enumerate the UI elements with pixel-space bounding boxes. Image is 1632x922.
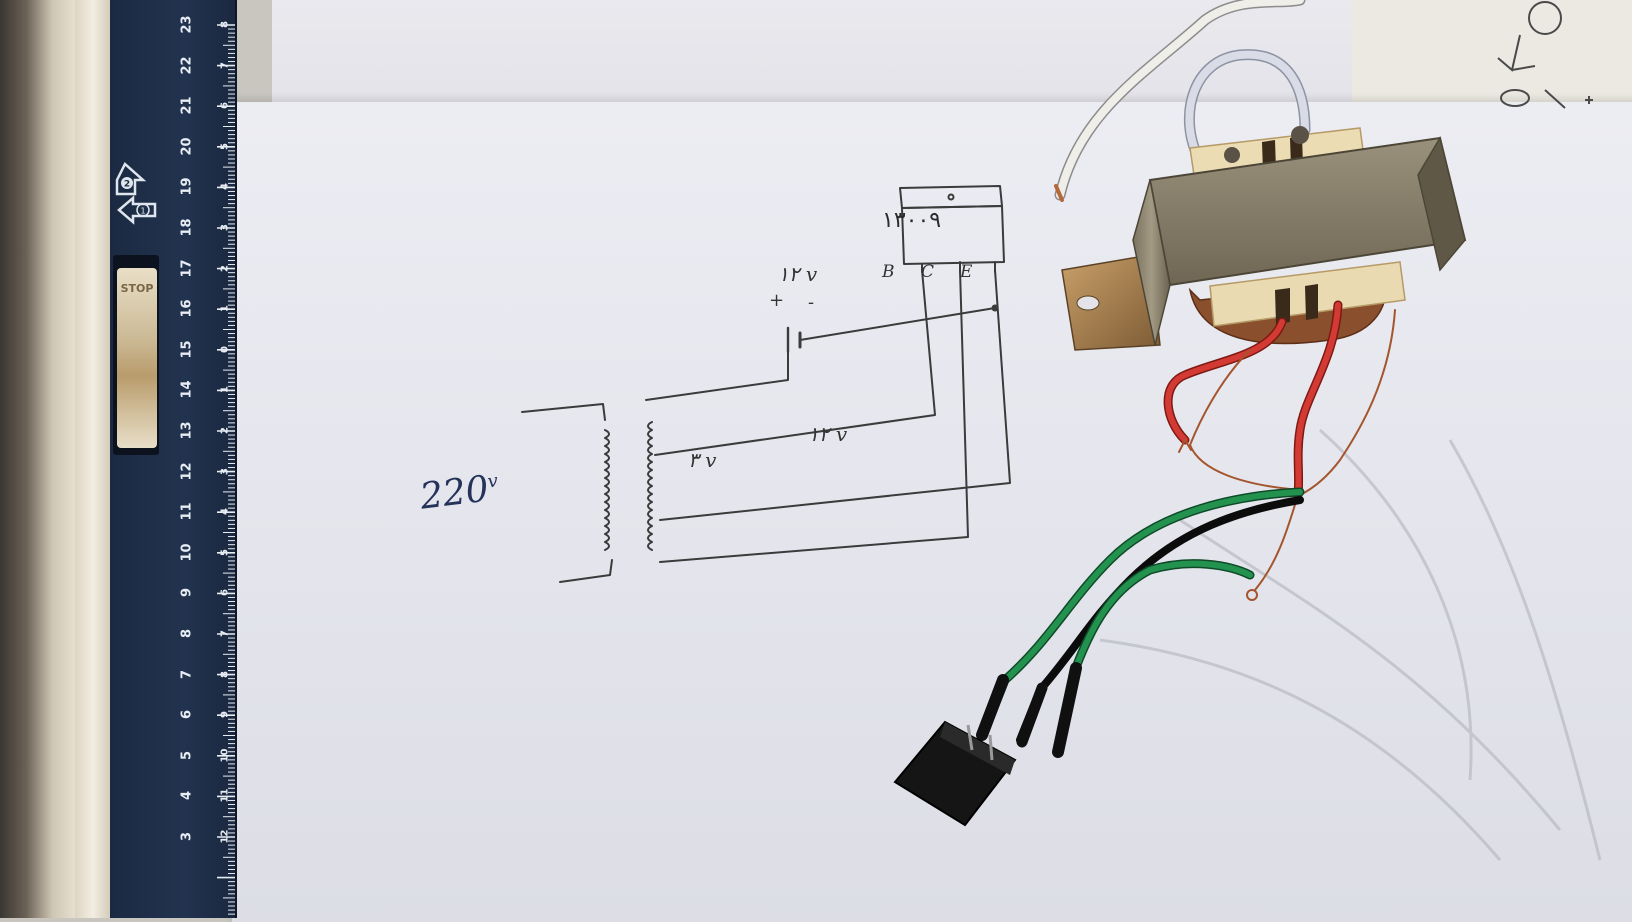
primary-lead-top bbox=[521, 403, 606, 421]
pin-label-collector: C bbox=[921, 262, 935, 282]
wire-battery-to-emitter bbox=[799, 307, 996, 341]
secondary-voltage-label-1: ٣ v bbox=[688, 448, 717, 472]
stop-label: STOP bbox=[120, 282, 154, 295]
wire-tap-middle bbox=[659, 269, 1011, 521]
transformer-bracket bbox=[1061, 254, 1161, 351]
battery-minus-sign: - bbox=[808, 292, 815, 313]
ruler-arrow-badge: 2 1 bbox=[113, 160, 163, 230]
emitter-junction-dot bbox=[991, 304, 999, 312]
transformer bbox=[1061, 126, 1467, 351]
primary-lead-bottom bbox=[559, 559, 613, 583]
wire-to-battery bbox=[645, 339, 789, 401]
transistor-part-number: ١٣٠٠٩ bbox=[882, 208, 942, 233]
badge-number-2: 2 bbox=[124, 180, 130, 190]
core-front bbox=[1132, 179, 1171, 346]
pin-label-emitter: E bbox=[960, 262, 973, 282]
primary-coil bbox=[604, 429, 610, 551]
ruler-ticks bbox=[217, 24, 235, 915]
transistor-symbol-top bbox=[899, 185, 1003, 209]
sensor-wires bbox=[976, 487, 1305, 758]
battery-voltage-label: ١٢ v bbox=[778, 262, 818, 286]
white-wire bbox=[1054, 0, 1311, 202]
drafting-machine-body bbox=[0, 0, 75, 918]
pin-label-base: B bbox=[882, 262, 895, 282]
battery-plus-sign: + bbox=[769, 290, 785, 311]
transistor-component bbox=[893, 720, 1017, 827]
secondary-voltage-label-2: ١٢ v bbox=[808, 422, 848, 446]
copper-wires bbox=[1178, 309, 1396, 601]
core-side bbox=[1417, 136, 1466, 272]
red-wires bbox=[1163, 300, 1343, 500]
wire-shadows bbox=[1099, 428, 1602, 861]
corner-doodles bbox=[1497, 1, 1593, 109]
secondary-coil bbox=[647, 421, 653, 551]
wire-collector bbox=[659, 269, 969, 563]
transistor-symbol-body bbox=[901, 205, 1005, 265]
circuit-sketch bbox=[521, 185, 1011, 583]
badge-number-1: 1 bbox=[140, 207, 145, 216]
stop-slider-knob bbox=[117, 268, 157, 448]
wire-base bbox=[654, 269, 936, 456]
drafting-machine-rail bbox=[75, 0, 115, 918]
voltage-input-value: 220 bbox=[417, 468, 491, 518]
